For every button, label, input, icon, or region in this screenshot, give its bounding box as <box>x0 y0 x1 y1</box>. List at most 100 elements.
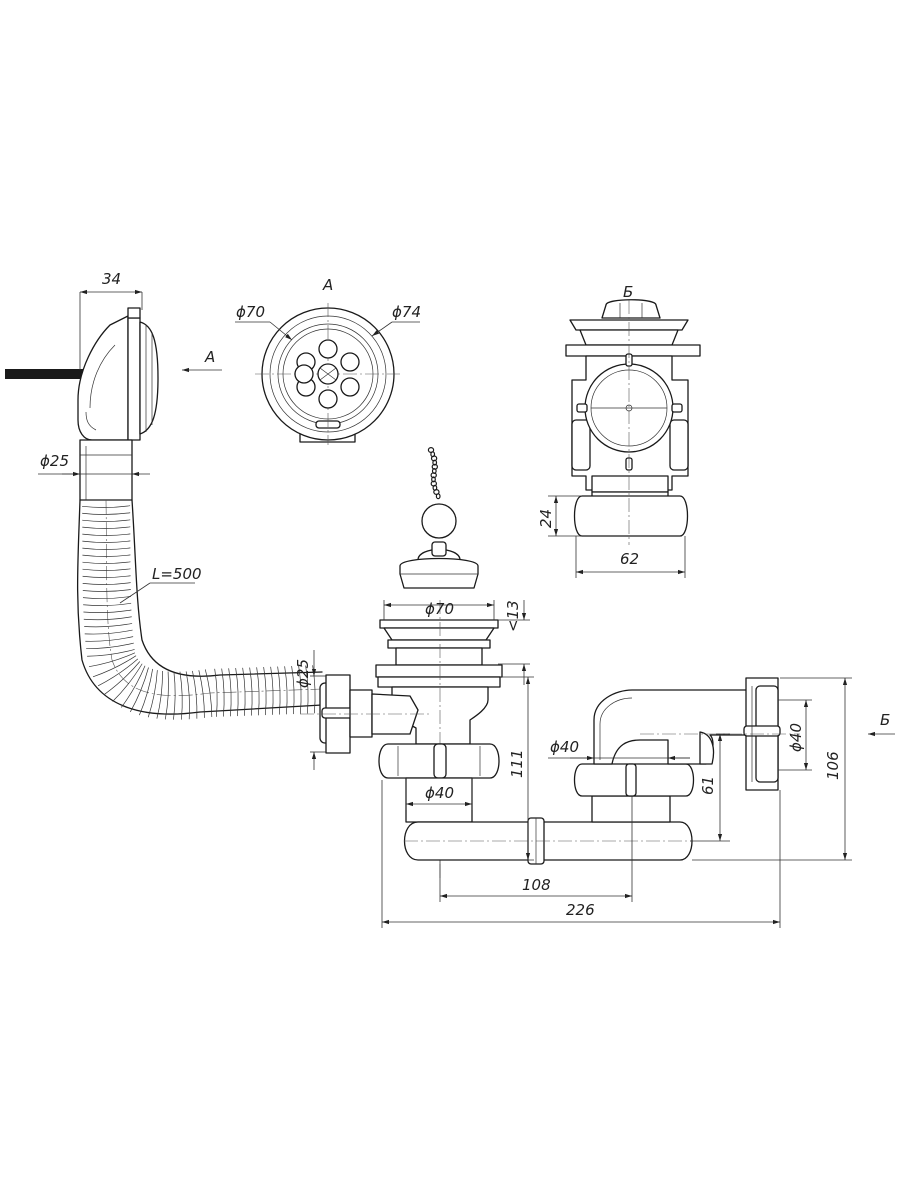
hose-rib <box>235 668 239 717</box>
trap-nut <box>378 743 500 779</box>
hose-rib <box>291 666 295 715</box>
overflow-assembly <box>5 307 159 441</box>
plug-and-chain <box>399 447 479 589</box>
hose-rib <box>256 667 260 716</box>
dimension-trap-height: 111 <box>500 676 534 861</box>
dimension-outlet-width: 62 <box>575 536 686 578</box>
hose-rib <box>198 670 205 718</box>
dim-label-hose-dia: ϕ25 <box>40 452 69 470</box>
hose-rib <box>104 661 141 695</box>
hose-rib <box>120 665 146 708</box>
dim-label-outlet-height: 24 <box>537 509 555 528</box>
hose-rib <box>82 526 131 529</box>
hose-rib <box>298 665 302 714</box>
hose-rib <box>92 655 137 678</box>
dim-label-overall-length: 226 <box>566 901 595 919</box>
dimension-hose-diameter: ϕ25 <box>38 452 150 477</box>
hose-rib <box>82 589 131 592</box>
dim-label-drain-dia: ϕ70 <box>425 600 454 618</box>
hose-rib <box>84 623 133 628</box>
hose-rib <box>83 609 132 613</box>
hose-rib <box>179 671 183 720</box>
dimension-drain-flange: <13 <box>498 600 530 685</box>
hose-rib <box>83 602 132 606</box>
dimension-outlet-pipe: ϕ40 <box>548 738 690 761</box>
view-arrow-b: Б <box>868 711 895 737</box>
corrugated-hose <box>76 499 323 720</box>
hose-rib <box>242 667 246 716</box>
dim-label-drain-flange: <13 <box>504 600 522 632</box>
hose-rib <box>84 629 133 635</box>
hose-rib <box>173 671 176 720</box>
hose-rib <box>82 596 132 599</box>
hose-rib <box>228 668 232 717</box>
dimension-trap-inlet: ϕ40 <box>405 778 473 810</box>
dim-label-grid-inner: ϕ70 <box>236 303 265 321</box>
hose-rib <box>139 668 153 716</box>
side-inlet-nut <box>300 674 430 754</box>
hose-rib <box>88 652 136 668</box>
arrow-b-label: Б <box>880 711 890 729</box>
plug-ring <box>421 503 457 539</box>
view-arrow-a: A <box>182 348 222 373</box>
dimension-grid-inner: ϕ70 <box>235 303 293 341</box>
dimension-overall-height: 106 <box>692 677 852 861</box>
dim-label-grid-outer: ϕ74 <box>392 303 421 321</box>
dimension-drain-diameter: ϕ70 <box>383 600 495 620</box>
hose-rib <box>85 636 134 642</box>
hose-rib <box>82 582 131 585</box>
hose-rib <box>204 669 213 717</box>
control-cable <box>5 369 83 379</box>
dimension-outlet-nut: ϕ40 <box>778 699 812 771</box>
hose-rib <box>156 670 163 719</box>
dim-label-inlet-spacing: 108 <box>522 876 551 894</box>
hose-rib <box>82 547 131 550</box>
dim-label-outlet-width: 62 <box>620 550 639 568</box>
hose-rib <box>185 671 190 720</box>
overflow-neck <box>79 439 133 501</box>
view-b-side: Б <box>565 283 701 545</box>
outlet-branch <box>573 677 800 823</box>
hose-rib <box>277 666 281 715</box>
dimension-outlet-offset: 61 <box>690 733 730 842</box>
hose-rib <box>82 505 131 508</box>
hose-rib <box>83 616 132 621</box>
dimension-grid-outer: ϕ74 <box>371 303 421 337</box>
hose-rib <box>82 575 131 578</box>
dim-label-outlet-nut: ϕ40 <box>787 723 805 752</box>
hose-rib <box>192 670 198 719</box>
trap-body <box>404 777 693 865</box>
hose-rib <box>147 670 158 718</box>
hose-rib <box>263 667 267 716</box>
hose-rib <box>82 568 131 571</box>
dimension-side-inlet: ϕ25 <box>294 650 326 770</box>
stopper-plug <box>399 557 479 589</box>
hose-rib <box>129 667 149 713</box>
dimension-hose-length: L=500 <box>119 565 202 604</box>
hose-rib <box>87 649 135 657</box>
dim-label-34: 34 <box>102 270 121 288</box>
hose-rib <box>82 554 131 557</box>
dimension-overflow-width: 34 <box>79 270 143 370</box>
hose-rib <box>270 666 274 715</box>
dimension-overall-length: 226 <box>381 780 781 928</box>
dim-label-outlet-pipe: ϕ40 <box>550 738 579 756</box>
view-b-title: Б <box>623 283 633 301</box>
overflow-elbow <box>77 315 129 441</box>
dim-label-side-inlet: ϕ25 <box>294 659 312 688</box>
dimension-outlet-height: 24 <box>537 495 582 537</box>
drain-assembly <box>375 600 503 880</box>
hose-rib <box>221 668 225 717</box>
dim-label-trap-height: 111 <box>508 749 526 778</box>
hose-rib <box>82 519 131 522</box>
dim-label-overall-height: 106 <box>824 751 842 780</box>
hose-rib <box>82 512 131 515</box>
dim-label-hose-length: L=500 <box>152 565 202 583</box>
hose-rib <box>86 642 134 650</box>
chain <box>427 447 441 500</box>
dimension-inlet-spacing: 108 <box>439 796 633 902</box>
hose-rib <box>97 658 139 687</box>
hose-ribs <box>82 505 316 720</box>
overflow-cover-plate <box>127 317 141 441</box>
